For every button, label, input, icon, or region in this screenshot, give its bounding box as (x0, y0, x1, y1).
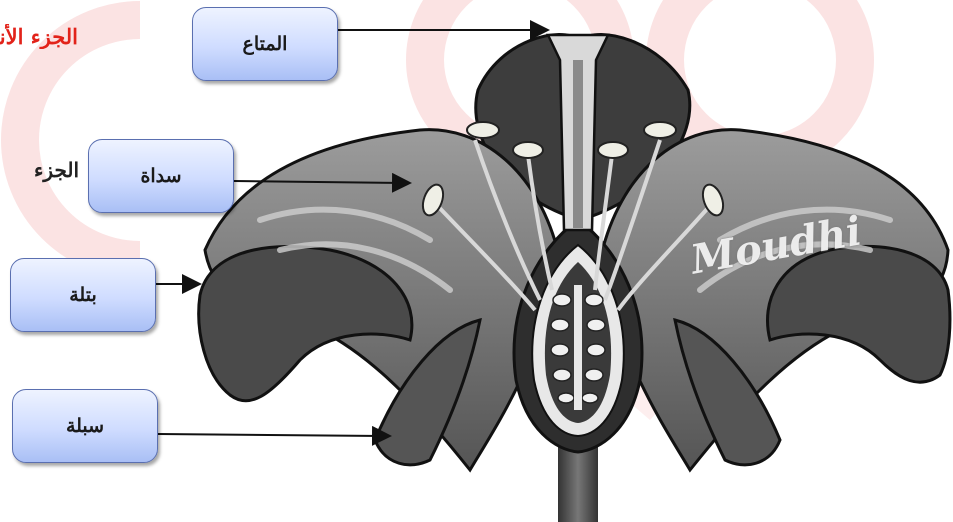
label-petal: بتلة (10, 258, 156, 332)
right-curled-petal (768, 246, 950, 382)
label-stigma: المتاع (192, 7, 338, 81)
label-sepal: سبلة (12, 389, 158, 463)
label-anther: سداة (88, 139, 234, 213)
left-curled-petal (199, 246, 412, 400)
arrow-sepal (158, 434, 388, 436)
part-text: الجزء (34, 158, 79, 182)
female-part-text: الجزء الأنثوي (0, 24, 78, 49)
